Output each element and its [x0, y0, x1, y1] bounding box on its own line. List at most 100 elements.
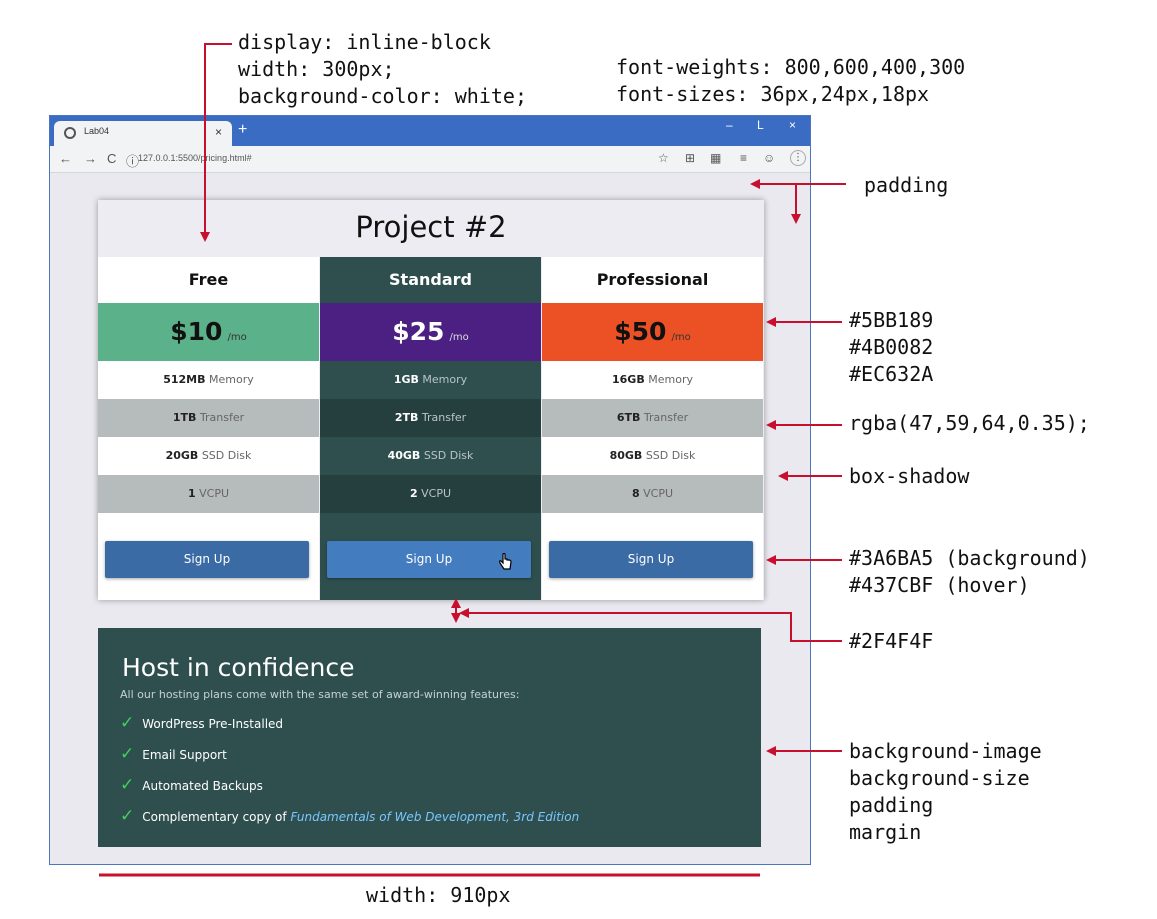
- feature-amount: 6TB: [616, 411, 641, 424]
- check-icon: ✓: [120, 806, 135, 826]
- page-title: Project #2: [355, 210, 507, 244]
- extension-icon[interactable]: ⊞: [685, 151, 696, 165]
- profile-icon[interactable]: ☺: [763, 151, 776, 165]
- maximize-icon[interactable]: L: [757, 118, 764, 132]
- address-bar: ← → C ⓘ 127.0.0.1:5500/pricing.html# ☆ ⊞…: [50, 146, 810, 173]
- plan-standard: Standard $25 /mo 1GB Memory 2TB Transfer…: [320, 257, 541, 600]
- price-value: $50: [614, 317, 667, 346]
- feature-label: Transfer: [421, 411, 467, 424]
- feature-amount: 1TB: [172, 411, 197, 424]
- note-rgba: rgba(47,59,64,0.35);: [849, 411, 1090, 435]
- feature-row: 8 VCPU: [542, 475, 763, 513]
- feature-amount: 2: [409, 487, 418, 500]
- price-period: /mo: [671, 332, 691, 343]
- price-period: /mo: [449, 332, 469, 343]
- sign-up-button-standard[interactable]: Sign Up: [327, 541, 531, 578]
- feature-label: VCPU: [643, 487, 674, 500]
- feature-text: WordPress Pre-Installed: [142, 717, 284, 731]
- feature-label: VCPU: [199, 487, 230, 500]
- reload-icon[interactable]: C: [107, 151, 117, 166]
- price-value: $25: [392, 317, 445, 346]
- minimize-icon[interactable]: –: [726, 118, 733, 132]
- price-period: /mo: [227, 332, 247, 343]
- feature-amount: 16GB: [612, 373, 645, 386]
- check-icon: ✓: [120, 713, 135, 733]
- browser-tab[interactable]: Lab04 ×: [54, 121, 232, 146]
- feature-label: Memory: [648, 373, 693, 386]
- price-value: $10: [170, 317, 223, 346]
- plan-name: Professional: [596, 270, 709, 289]
- note-bg-margin: margin: [849, 820, 922, 844]
- note-dark-color: #2F4F4F: [849, 629, 934, 653]
- feature-list-item: ✓ Email Support: [120, 743, 227, 765]
- feature-list-item: ✓ Automated Backups: [120, 774, 263, 796]
- note-color-indigo: #4B0082: [849, 335, 934, 359]
- info-icon[interactable]: ⓘ: [126, 154, 140, 169]
- reading-list-icon[interactable]: ≡: [740, 151, 748, 165]
- feature-text: Automated Backups: [142, 779, 263, 793]
- new-tab-button[interactable]: +: [238, 121, 248, 138]
- note-background-props: background-image background-size padding ma…: [849, 738, 1042, 846]
- feature-list-item: ✓ Complementary copy of Fundamentals of W…: [120, 805, 579, 827]
- book-title-link[interactable]: Fundamentals of Web Development, 3rd Edi…: [290, 810, 580, 824]
- close-window-icon[interactable]: ×: [789, 118, 797, 132]
- note-colors: #5BB189#4B0082#EC632A: [849, 307, 933, 388]
- plan-name: Free: [188, 270, 229, 289]
- sign-up-button-professional[interactable]: Sign Up: [549, 541, 753, 578]
- feature-label: Memory: [422, 373, 468, 386]
- feature-amount: 20GB: [165, 449, 199, 462]
- feature-row: 512MB Memory: [98, 361, 319, 399]
- feature-amount: 2TB: [394, 411, 419, 424]
- feature-amount: 40GB: [387, 449, 421, 462]
- feature-label: SSD Disk: [645, 449, 696, 462]
- feature-row: 1GB Memory: [320, 361, 541, 399]
- plan-free: Free $10 /mo 512MB Memory 1TB Transfer 2…: [98, 257, 319, 600]
- feature-label: SSD Disk: [423, 449, 474, 462]
- feature-row: 20GB SSD Disk: [98, 437, 319, 475]
- note-padding: padding: [864, 173, 949, 197]
- feature-amount: 80GB: [609, 449, 643, 462]
- feature-row: 2 VCPU: [320, 475, 541, 513]
- note-button-bg: #3A6BA5 (background): [849, 546, 1090, 570]
- note-bg-image: background-image: [849, 739, 1042, 763]
- menu-icon[interactable]: ⋮: [790, 150, 806, 166]
- feature-label: Transfer: [199, 411, 245, 424]
- plan-professional: Professional $50 /mo 16GB Memory 6TB Tra…: [542, 257, 763, 600]
- back-icon[interactable]: ←: [59, 151, 72, 166]
- tab-title: Lab04: [84, 126, 110, 136]
- feature-list-item: ✓ WordPress Pre-Installed: [120, 712, 283, 734]
- check-icon: ✓: [120, 775, 135, 795]
- close-tab-icon[interactable]: ×: [214, 125, 222, 139]
- price-box: $25 /mo: [320, 303, 541, 361]
- url-field[interactable]: 127.0.0.1:5500/pricing.html#: [138, 153, 252, 163]
- sign-up-button-free[interactable]: Sign Up: [105, 541, 309, 578]
- note-bg-padding: padding: [849, 793, 934, 817]
- feature-amount: 1GB: [393, 373, 419, 386]
- host-subtitle: All our hosting plans come with the same…: [120, 688, 520, 701]
- feature-row: 2TB Transfer: [320, 399, 541, 437]
- feature-row: 80GB SSD Disk: [542, 437, 763, 475]
- hand-cursor-icon: [499, 553, 512, 570]
- note-display-line-3: background-color: white;: [238, 84, 527, 108]
- host-section: Host in confidence All our hosting plans…: [98, 628, 761, 847]
- tab-bar: Lab04 × + – L ×: [50, 116, 810, 146]
- plan-name: Standard: [389, 270, 472, 289]
- feature-text: Email Support: [142, 748, 227, 762]
- bookmark-star-icon[interactable]: ☆: [658, 151, 669, 165]
- globe-icon: [64, 127, 76, 139]
- feature-row: 1 VCPU: [98, 475, 319, 513]
- feature-label: VCPU: [421, 487, 452, 500]
- feature-amount: 512MB: [163, 373, 206, 386]
- note-color-green: #5BB189: [849, 308, 934, 332]
- grid-icon[interactable]: ▦: [710, 151, 722, 165]
- price-box: $10 /mo: [98, 303, 319, 361]
- forward-icon[interactable]: →: [84, 151, 97, 166]
- check-icon: ✓: [120, 744, 135, 764]
- note-bg-size: background-size: [849, 766, 1030, 790]
- feature-label: SSD Disk: [201, 449, 252, 462]
- feature-amount: 8: [631, 487, 640, 500]
- note-button-colors: #3A6BA5 (background)#437CBF (hover): [849, 545, 1090, 599]
- feature-text: Complementary copy of: [142, 810, 287, 824]
